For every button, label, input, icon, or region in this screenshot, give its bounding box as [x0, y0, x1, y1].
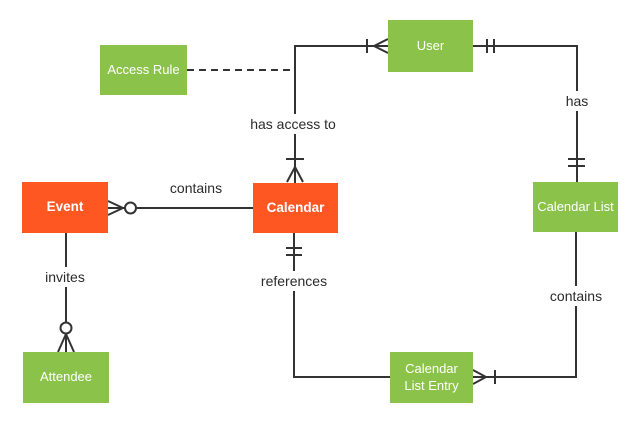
entity-calendar-list: Calendar List	[533, 182, 618, 232]
connector-invites	[57, 233, 75, 353]
entity-user: User	[388, 20, 473, 72]
zero-circle-icon	[124, 201, 137, 215]
entity-label: Attendee	[39, 369, 93, 385]
crows-foot-many-icon	[286, 166, 304, 183]
entity-calendar: Calendar	[253, 183, 338, 233]
entity-access-rule: Access Rule	[100, 45, 187, 95]
connector-line	[473, 232, 577, 378]
connector-contains-list-entry	[472, 232, 577, 385]
crows-foot-many-icon	[57, 333, 75, 353]
entity-label: Calendar	[266, 199, 325, 215]
entity-attendee: Attendee	[23, 352, 109, 403]
double-bar-icon	[286, 247, 302, 256]
connector-line	[293, 233, 390, 378]
double-bar-icon	[486, 39, 495, 53]
relationship-label-contains: contains	[165, 178, 227, 198]
connector-line	[473, 45, 578, 182]
crows-foot-many-icon	[373, 38, 389, 54]
connector-line	[294, 45, 388, 183]
relationship-label-invites: invites	[41, 267, 89, 287]
relationship-label-contains-2: contains	[545, 286, 607, 306]
connector-references	[286, 233, 390, 378]
entity-label: Calendar List Entry	[404, 361, 459, 393]
entity-label: Access Rule	[107, 61, 180, 77]
relationship-label-has-access-to: has access to	[246, 114, 340, 134]
entity-event: Event	[22, 182, 108, 233]
relationship-label-has: has	[561, 91, 593, 111]
entity-label: Event	[46, 199, 84, 215]
relationship-label-references: references	[256, 271, 332, 291]
crows-foot-many-icon	[472, 369, 487, 385]
entity-label: Calendar List	[537, 198, 614, 214]
entity-calendar-list-entry: Calendar List Entry	[390, 352, 473, 403]
connector-contains-event-calendar	[107, 200, 253, 216]
entity-label: User	[416, 37, 445, 53]
double-bar-icon	[568, 158, 585, 167]
crows-foot-many-icon	[107, 200, 125, 216]
connector-has	[473, 39, 585, 182]
zero-circle-icon	[59, 321, 73, 335]
connector-has-access-to	[286, 38, 389, 183]
